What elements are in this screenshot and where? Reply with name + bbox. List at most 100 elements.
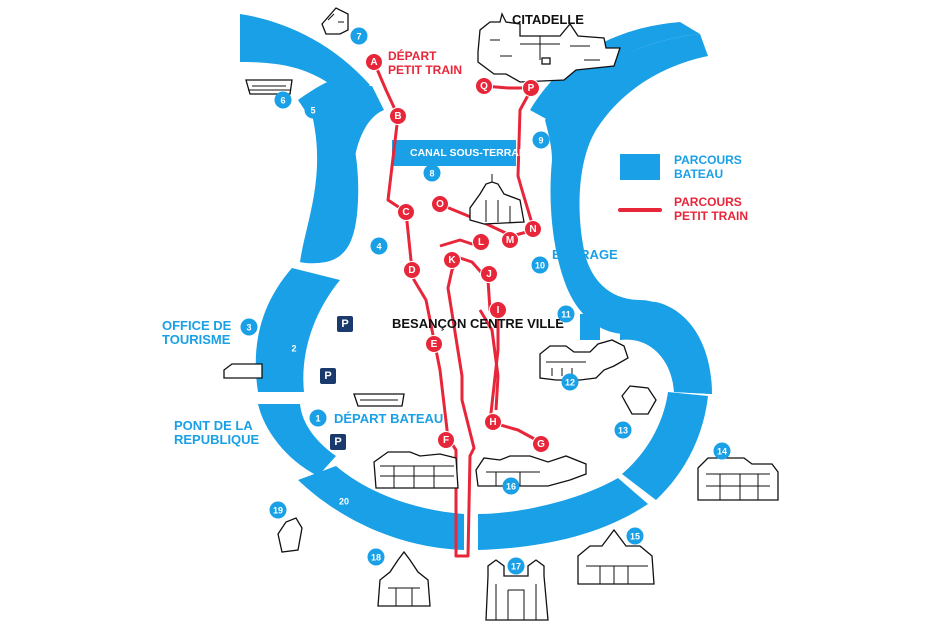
svg-text:13: 13	[618, 426, 628, 436]
svg-text:D: D	[408, 265, 415, 276]
label-citadelle: CITADELLE	[512, 12, 584, 27]
legend-train-label: PARCOURS	[674, 195, 742, 209]
svg-text:17: 17	[511, 562, 521, 572]
svg-text:N: N	[529, 224, 536, 235]
boat-stop-4: 4	[370, 237, 388, 255]
boat-stop-8: 8	[423, 164, 441, 182]
svg-text:H: H	[489, 417, 496, 428]
label-depart-bateau: DÉPART BATEAU	[334, 411, 443, 426]
building-icon-16	[475, 455, 587, 487]
legend: PARCOURS BATEAU PARCOURS PETIT TRAIN	[618, 153, 748, 223]
boat-icon-6	[245, 79, 293, 95]
svg-text:12: 12	[565, 378, 575, 388]
svg-text:J: J	[486, 269, 492, 280]
svg-text:5: 5	[310, 106, 315, 116]
boat-stop-9: 9	[532, 131, 550, 149]
train-stop-p: P	[522, 79, 540, 97]
building-icon-f	[373, 451, 459, 489]
boat-stop-2: 2	[285, 339, 303, 357]
legend-boat-label-2: BATEAU	[674, 167, 723, 181]
svg-text:8: 8	[429, 169, 434, 179]
legend-train-label-2: PETIT TRAIN	[674, 209, 748, 223]
church-icon-18	[377, 550, 431, 607]
label-office: OFFICE DE	[162, 318, 232, 333]
train-stop-n: N	[524, 220, 542, 238]
svg-text:4: 4	[376, 242, 381, 252]
river-doubs	[240, 14, 712, 550]
boat-stop-14: 14	[713, 442, 731, 460]
svg-text:7: 7	[356, 32, 361, 42]
svg-text:19: 19	[273, 506, 283, 516]
train-stop-q: Q	[475, 77, 493, 95]
parking-icon: P	[337, 316, 353, 332]
parking-icon: P	[320, 368, 336, 384]
boat-stop-16: 16	[502, 477, 520, 495]
train-stop-d: D	[403, 261, 421, 279]
chapel-icon-7	[321, 7, 349, 35]
svg-text:20: 20	[339, 497, 349, 507]
boat-stop-11: 11	[557, 305, 575, 323]
svg-text:A: A	[370, 57, 377, 68]
boat-stop-10: 10	[531, 256, 549, 274]
train-stop-j: J	[480, 265, 498, 283]
train-stop-a: A	[365, 53, 383, 71]
svg-text:6: 6	[280, 96, 285, 106]
building-icon-14	[697, 457, 779, 501]
train-stop-c: C	[397, 203, 415, 221]
train-stop-l: L	[472, 233, 490, 251]
svg-text:I: I	[497, 305, 500, 316]
building-icon-12	[539, 339, 629, 381]
train-stop-k: K	[443, 251, 461, 269]
svg-text:9: 9	[538, 136, 543, 146]
legend-boat-swatch	[620, 154, 660, 180]
cathedral-icon-17	[485, 559, 549, 621]
svg-text:P: P	[324, 370, 331, 382]
svg-text:P: P	[528, 83, 535, 94]
svg-text:Q: Q	[480, 81, 488, 92]
boat-stop-7: 7	[350, 27, 368, 45]
svg-text:11: 11	[561, 310, 571, 320]
boat-stop-13: 13	[614, 421, 632, 439]
svg-text:15: 15	[630, 532, 640, 542]
svg-text:C: C	[402, 207, 409, 218]
svg-text:K: K	[448, 255, 456, 266]
label-canal: CANAL SOUS-TERRAIN	[410, 147, 529, 159]
boat-stop-19: 19	[269, 501, 287, 519]
svg-text:M: M	[506, 235, 514, 246]
parking-icon: P	[330, 434, 346, 450]
label-office-2: TOURISME	[162, 332, 231, 347]
svg-text:10: 10	[535, 261, 545, 271]
svg-text:P: P	[341, 318, 348, 330]
boat-stop-6: 6	[274, 91, 292, 109]
svg-text:O: O	[436, 199, 444, 210]
svg-text:2: 2	[291, 344, 296, 354]
train-stop-g: G	[532, 435, 550, 453]
svg-text:B: B	[394, 111, 401, 122]
boat-icon-bateau	[353, 393, 405, 407]
label-pont: PONT DE LA	[174, 418, 253, 433]
boat-stop-12: 12	[561, 373, 579, 391]
boat-stop-17: 17	[507, 557, 525, 575]
svg-text:14: 14	[717, 447, 727, 457]
svg-text:16: 16	[506, 482, 516, 492]
label-depart-train: DÉPART	[388, 48, 437, 63]
boat-stop-18: 18	[367, 548, 385, 566]
building-icon-15	[577, 528, 655, 585]
label-pont-2: REPUBLIQUE	[174, 432, 260, 447]
svg-text:G: G	[537, 439, 545, 450]
svg-text:F: F	[443, 435, 449, 446]
boat-stop-3: 3	[240, 318, 258, 336]
label-barrage: BARRAGE	[552, 247, 618, 262]
office-tourisme-icon	[223, 363, 263, 379]
boat-stop-15: 15	[626, 527, 644, 545]
train-stop-o: O	[431, 195, 449, 213]
legend-boat-label: PARCOURS	[674, 153, 742, 167]
cathedral-icon	[469, 174, 525, 225]
building-icon-13	[621, 385, 657, 415]
svg-text:E: E	[431, 339, 438, 350]
svg-text:18: 18	[371, 553, 381, 563]
train-stop-b: B	[389, 107, 407, 125]
svg-text:P: P	[334, 436, 341, 448]
citadel-icon	[477, 12, 621, 83]
